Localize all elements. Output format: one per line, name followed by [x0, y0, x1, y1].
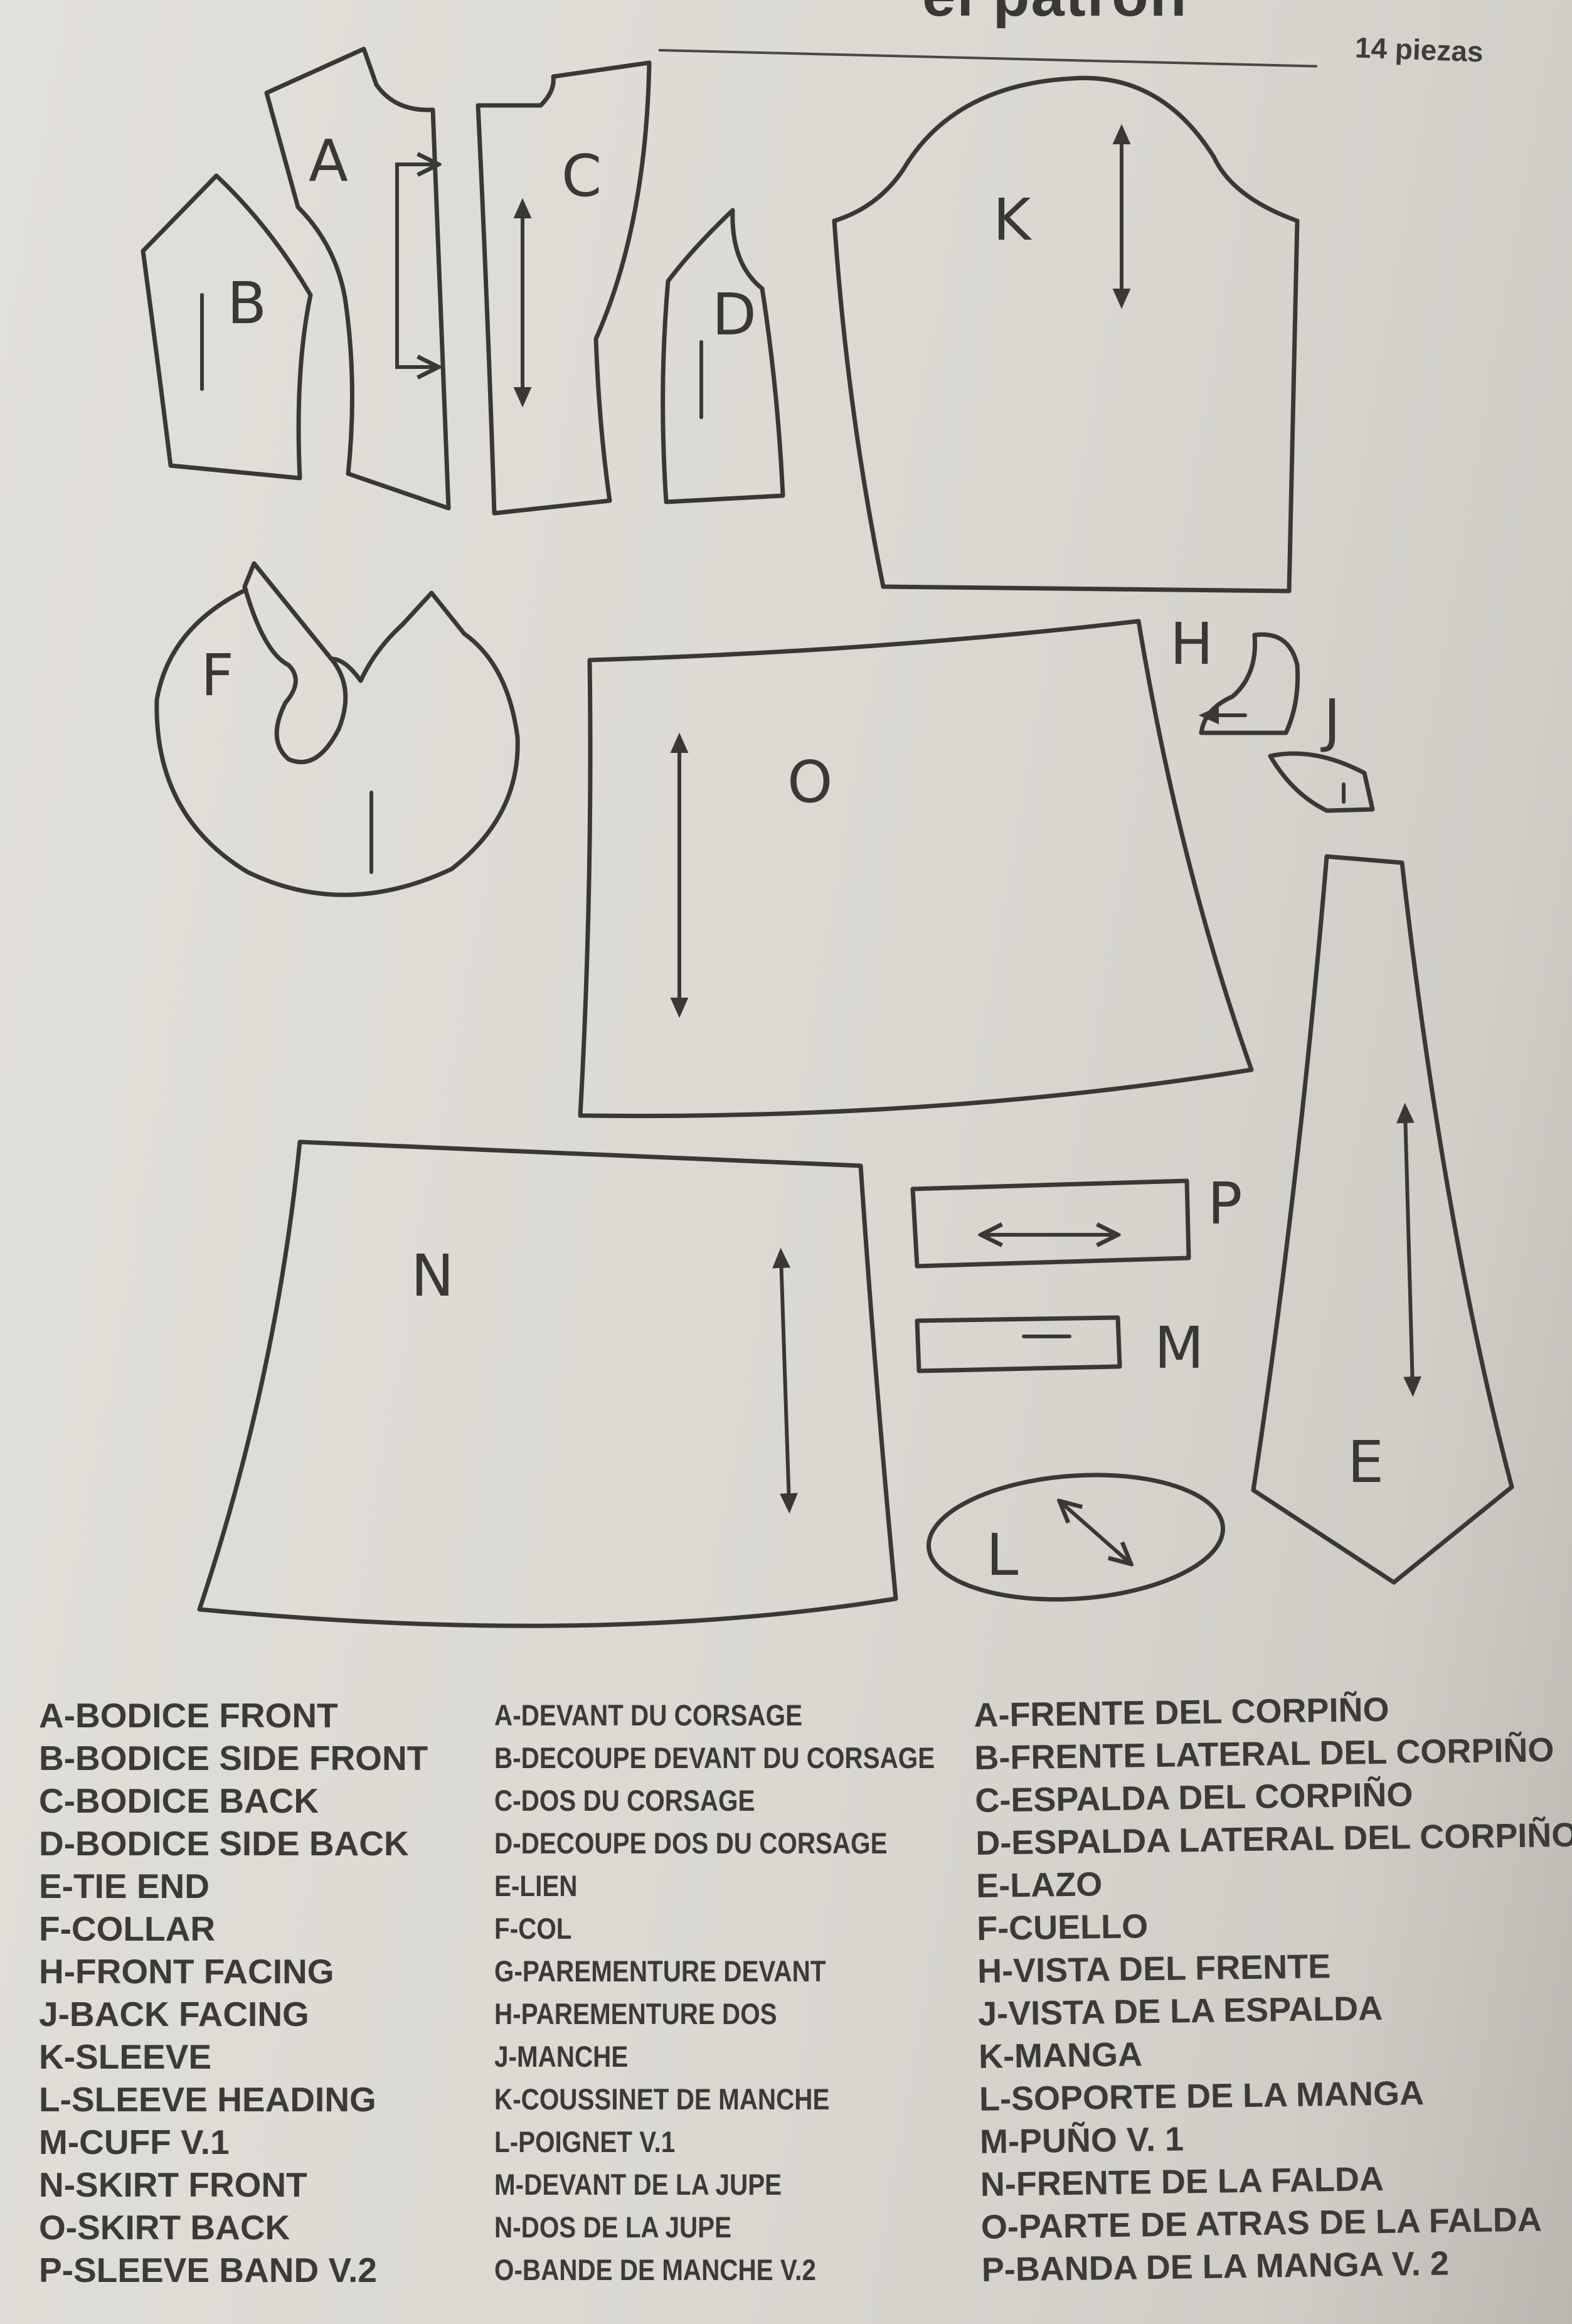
- legend-item: L-POIGNET V.1: [494, 2125, 676, 2158]
- piece-label-p: P: [1208, 1170, 1242, 1237]
- legend-item: A-BODICE FRONT: [39, 1696, 338, 1735]
- piece-p-sleeve-band: P: [910, 1170, 1242, 1269]
- legend-item: M-CUFF V.1: [39, 2123, 230, 2161]
- legend-item: K-COUSSINET DE MANCHE: [494, 2082, 830, 2116]
- piece-m-cuff: M: [915, 1314, 1204, 1382]
- piece-a-bodice-front: A: [264, 46, 451, 511]
- legend-item: P-BANDA DE LA MANGA V. 2: [981, 2244, 1450, 2289]
- legend-item: O-SKIRT BACK: [39, 2208, 290, 2247]
- legend-english: A-BODICE FRONT B-BODICE SIDE FRONT C-BOD…: [39, 1694, 428, 2291]
- piece-label-o: O: [787, 749, 832, 816]
- piece-j-back-facing: J: [1268, 687, 1375, 813]
- legend-item: P-SLEEVE BAND V.2: [39, 2251, 377, 2289]
- legend-item: D-BODICE SIDE BACK: [39, 1824, 409, 1863]
- piece-b-bodice-side-front: B: [141, 173, 313, 481]
- piece-n-skirt-front: N: [197, 1139, 898, 1628]
- legend-item: C-DOS DU CORSAGE: [494, 1784, 755, 1817]
- piece-k-sleeve: K: [832, 75, 1300, 594]
- piece-e-tie-end: E: [1251, 854, 1514, 1585]
- piece-f-collar: F: [154, 561, 520, 897]
- legend-item: M-DEVANT DE LA JUPE: [494, 2168, 782, 2201]
- piece-label-e: E: [1347, 1429, 1384, 1496]
- legend-item: O-PARTE DE ATRAS DE LA FALDA: [980, 2200, 1543, 2246]
- legend-item: J-BACK FACING: [39, 1995, 309, 2034]
- legend-item: B-DECOUPE DEVANT DU CORSAGE: [494, 1741, 935, 1774]
- legend-item: F-COLLAR: [39, 1909, 216, 1948]
- legend-item: J-MANCHE: [494, 2040, 629, 2073]
- piece-label-j: J: [1320, 687, 1341, 754]
- legend-item: H-PAREMENTURE DOS: [494, 1997, 777, 2030]
- header-title: el patron: [922, 0, 1187, 30]
- legend-spanish: A-FRENTE DEL CORPIÑO B-FRENTE LATERAL DE…: [974, 1686, 1572, 2291]
- legend-item: E-TIE END: [39, 1867, 210, 1906]
- legend-item: B-BODICE SIDE FRONT: [39, 1739, 428, 1778]
- legend-item: O-BANDE DE MANCHE V.2: [494, 2253, 816, 2286]
- legend-french: A-DEVANT DU CORSAGE B-DECOUPE DEVANT DU …: [494, 1694, 935, 2291]
- piece-label-d: D: [712, 281, 757, 348]
- piece-label-m: M: [1154, 1314, 1204, 1382]
- legend-item: D-DECOUPE DOS DU CORSAGE: [494, 1826, 888, 1860]
- piece-d-bodice-side-back: D: [661, 208, 785, 504]
- legend-item: K-SLEEVE: [39, 2037, 212, 2076]
- legend-item: L-SLEEVE HEADING: [39, 2080, 376, 2119]
- piece-label-a: A: [309, 127, 348, 195]
- legend-item: E-LIEN: [494, 1869, 578, 1902]
- piece-label-k: K: [993, 186, 1033, 253]
- legend-item: B-FRENTE LATERAL DEL CORPIÑO: [974, 1731, 1554, 1777]
- piece-label-n: N: [411, 1242, 454, 1309]
- legend-item: G-PAREMENTURE DEVANT: [494, 1954, 826, 1988]
- piece-h-front-facing: H: [1170, 610, 1300, 735]
- piece-label-c: C: [561, 142, 602, 210]
- piece-label-f: F: [201, 642, 234, 709]
- legend-item: N-SKIRT FRONT: [39, 2165, 307, 2204]
- legend-item: N-FRENTE DE LA FALDA: [980, 2160, 1384, 2204]
- legend-item: D-ESPALDA LATERAL DEL CORPIÑO: [975, 1816, 1572, 1862]
- piece-c-bodice-back: C: [475, 60, 652, 516]
- legend-item: F-COL: [494, 1912, 572, 1945]
- legend-item: H-FRONT FACING: [39, 1952, 334, 1991]
- legend-item: C-BODICE BACK: [39, 1781, 319, 1820]
- piece-label-b: B: [227, 270, 267, 337]
- legend-item: N-DOS DE LA JUPE: [494, 2210, 732, 2244]
- piece-label-h: H: [1170, 610, 1213, 678]
- piece-o-skirt-back: O: [578, 619, 1254, 1119]
- piece-l-sleeve-heading: L: [926, 1473, 1226, 1602]
- legend-item: M-PUÑO V. 1: [979, 2120, 1184, 2161]
- piece-label-l: L: [986, 1522, 1018, 1589]
- legend-item: A-DEVANT DU CORSAGE: [494, 1698, 803, 1732]
